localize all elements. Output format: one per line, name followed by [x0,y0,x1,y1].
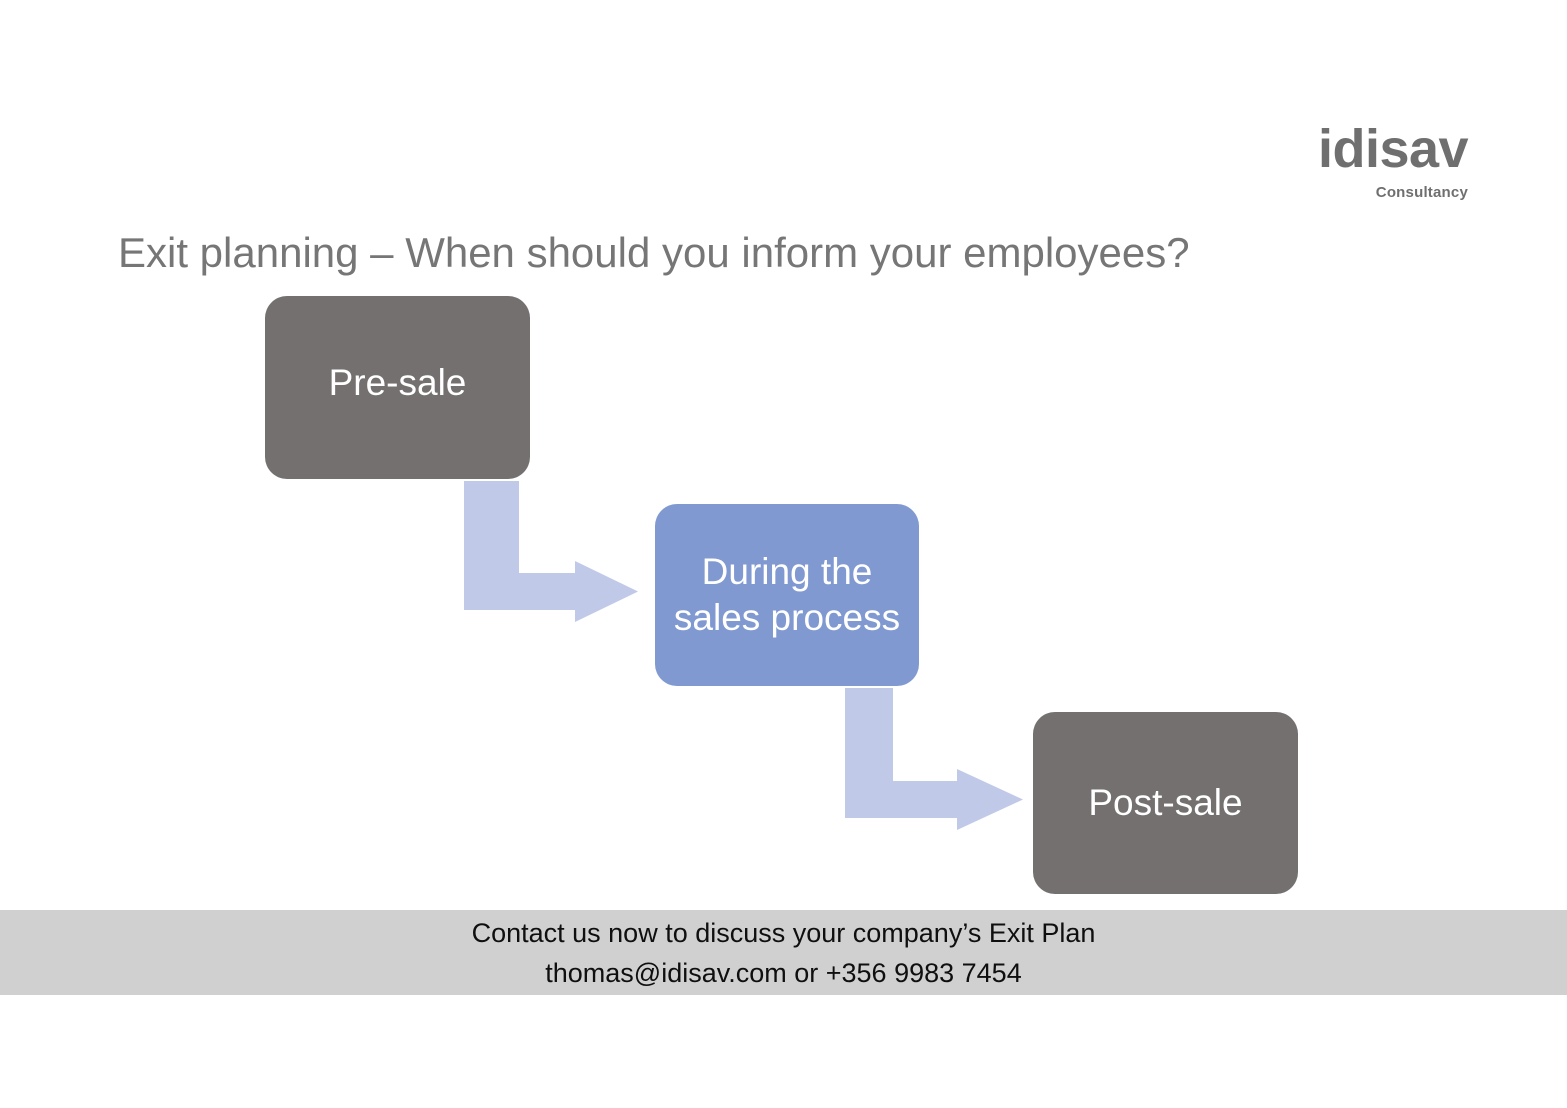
process-node-label: Post-sale [1088,782,1243,823]
brand-logo: idisav Consultancy [1318,119,1469,201]
process-node-post-sale[interactable]: Post-sale [1033,712,1298,894]
logo-wordmark: idisav [1318,119,1469,179]
footer-line-2: thomas@idisav.com or +356 9983 7454 [545,957,1022,988]
process-node-label: Pre-sale [328,361,467,403]
process-node-label: During the sales process [673,551,901,638]
connector-pre-to-during-icon [464,481,638,622]
footer-contact-banner: Contact us now to discuss your company’s… [0,910,1567,995]
connector-during-to-post-icon [845,688,1023,830]
page-title: Exit planning – When should you inform y… [118,229,1190,276]
logo-tagline: Consultancy [1375,184,1468,201]
process-node-during-sales-process[interactable]: During the sales process [655,504,919,686]
footer-line-1: Contact us now to discuss your company’s… [471,917,1096,948]
process-node-pre-sale[interactable]: Pre-sale [265,296,530,479]
